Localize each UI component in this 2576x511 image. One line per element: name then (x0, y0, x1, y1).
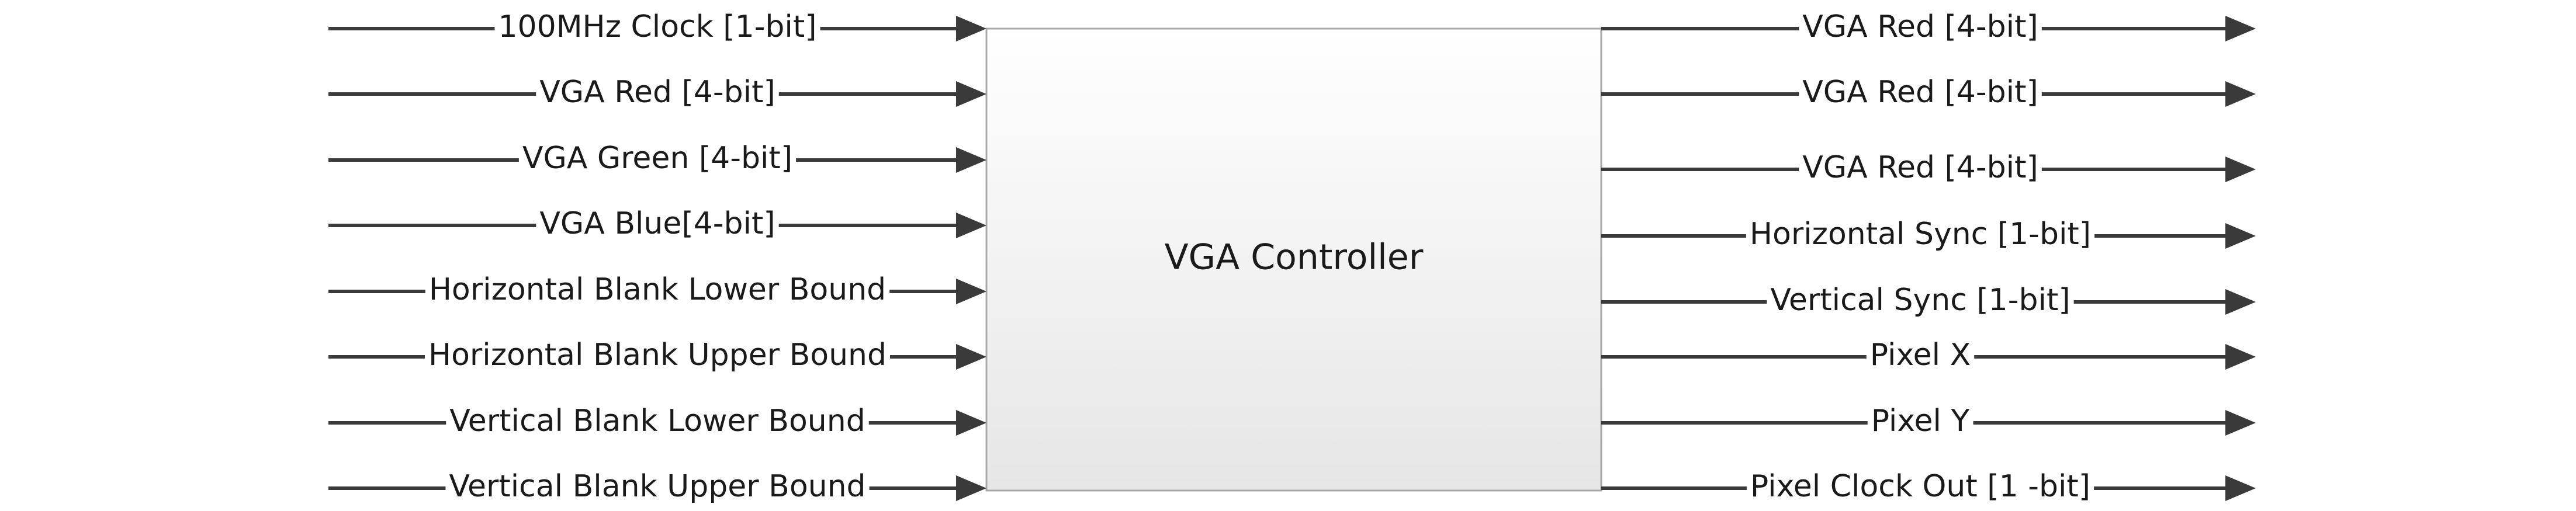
output-signal-label: VGA Red [4-bit] (1802, 9, 2038, 44)
controller-block (985, 27, 1602, 492)
output-arrowhead (2225, 289, 2256, 315)
output-signals: VGA Red [4-bit] VGA Red [4-bit] VGA Red [4… (1601, 9, 2256, 504)
output-arrowhead (2225, 157, 2256, 182)
input-signal-label-gap (536, 75, 779, 110)
input-signal-label-gap (445, 469, 870, 504)
input-signal: VGA Red [4-bit] (328, 75, 986, 110)
input-arrowhead (956, 147, 986, 173)
input-signal-label: VGA Green [4-bit] (522, 141, 792, 176)
input-signal-label-gap (494, 9, 820, 44)
input-signal-label: Vertical Blank Upper Bound (449, 469, 865, 504)
output-signal-label-gap (1799, 75, 2042, 110)
input-signal: Vertical Blank Lower Bound (328, 404, 986, 439)
output-signal-label-gap (1866, 338, 1975, 373)
input-arrowhead (956, 16, 986, 41)
output-arrowhead (2225, 410, 2256, 436)
output-signal-label: VGA Red [4-bit] (1802, 150, 2038, 185)
input-signal: VGA Green [4-bit] (328, 141, 986, 176)
output-signal: Pixel X (1601, 338, 2256, 373)
input-signal-label-gap (446, 404, 869, 439)
input-arrowhead (956, 279, 986, 304)
output-arrowhead (2225, 223, 2256, 249)
output-signal: VGA Red [4-bit] (1601, 75, 2256, 110)
input-arrowhead (956, 344, 986, 370)
output-signal-label: Pixel X (1870, 338, 1971, 373)
output-arrowhead (2225, 475, 2256, 501)
output-signal-label: Vertical Sync [1-bit] (1770, 283, 2070, 318)
input-signal-label-gap (424, 338, 891, 373)
output-signal-label-gap (1767, 283, 2074, 318)
input-arrowhead (956, 410, 986, 436)
input-arrowhead (956, 81, 986, 107)
output-signal: Vertical Sync [1-bit] (1601, 283, 2256, 318)
output-signal-label: Pixel Clock Out [1 -bit] (1750, 469, 2090, 504)
output-arrowhead (2225, 344, 2256, 370)
output-signal-label: Horizontal Sync [1-bit] (1750, 217, 2091, 252)
output-signal: Pixel Y (1601, 404, 2256, 439)
output-arrowhead (2225, 16, 2256, 41)
input-signal-label: VGA Blue[4-bit] (539, 206, 775, 241)
input-signal-label-gap (536, 206, 779, 241)
output-signal-label: VGA Red [4-bit] (1802, 75, 2038, 110)
input-signals: 100MHz Clock [1-bit] VGA Red [4-bit] VGA G… (328, 9, 986, 504)
input-signal-label-gap (425, 272, 890, 307)
output-signal-label-gap (1867, 404, 1973, 439)
input-signal: Horizontal Blank Lower Bound (328, 272, 986, 307)
input-signal-label: Vertical Blank Lower Bound (449, 404, 865, 439)
input-signal-label: Horizontal Blank Upper Bound (428, 338, 887, 373)
input-signal-label: VGA Red [4-bit] (539, 75, 775, 110)
input-signal: Horizontal Blank Upper Bound (328, 338, 986, 373)
output-signal: Pixel Clock Out [1 -bit] (1601, 469, 2256, 504)
output-signal-label-gap (1799, 9, 2042, 44)
output-signal: VGA Red [4-bit] (1601, 150, 2256, 185)
output-signal-label: Pixel Y (1871, 404, 1970, 439)
input-signal: VGA Blue[4-bit] (328, 206, 986, 241)
output-signal: VGA Red [4-bit] (1601, 9, 2256, 44)
controller-block-title: VGA Controller (1165, 237, 1424, 278)
input-signal: Vertical Blank Upper Bound (328, 469, 986, 504)
output-signal-label-gap (1799, 150, 2042, 185)
input-signal-label: Horizontal Blank Lower Bound (429, 272, 886, 307)
input-signal: 100MHz Clock [1-bit] (328, 9, 986, 44)
output-signal: Horizontal Sync [1-bit] (1601, 217, 2256, 252)
input-signal-label-gap (518, 141, 797, 176)
input-arrowhead (956, 213, 986, 238)
output-signal-label-gap (1746, 217, 2095, 252)
output-signal-label-gap (1746, 469, 2094, 504)
output-arrowhead (2225, 81, 2256, 107)
input-arrowhead (956, 475, 986, 501)
input-signal-label: 100MHz Clock [1-bit] (498, 9, 816, 44)
